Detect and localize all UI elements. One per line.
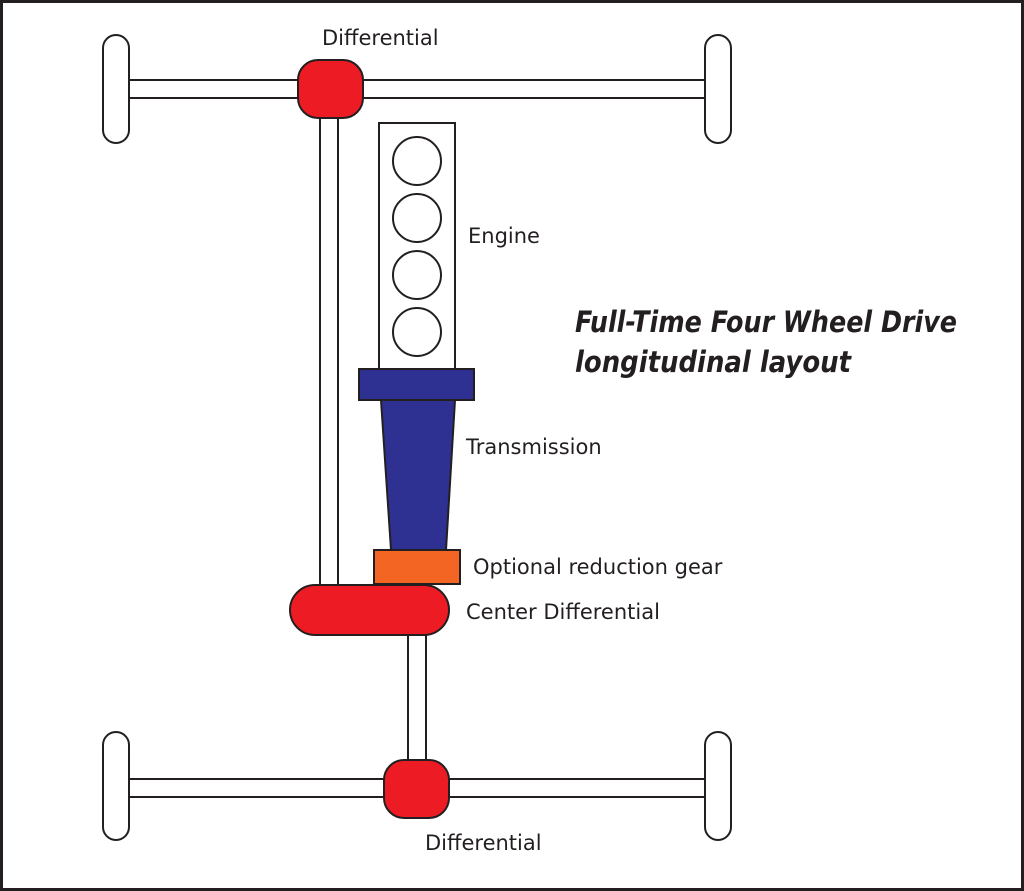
engine-cylinder-2: [392, 193, 442, 243]
transmission-label: Transmission: [465, 435, 602, 459]
rear-driveshaft: [407, 633, 427, 763]
center-differential: [289, 584, 450, 636]
front-differential: [297, 59, 364, 119]
rear-right-wheel: [704, 731, 732, 841]
front-left-wheel: [102, 34, 130, 144]
front-right-wheel: [704, 34, 732, 144]
front-left-half-shaft: [128, 79, 302, 99]
engine: [378, 122, 456, 371]
engine-cylinders: [392, 136, 442, 357]
reduction-gear: [373, 549, 461, 585]
transmission-case: [379, 399, 457, 551]
engine-cylinder-3: [392, 250, 442, 300]
engine-label: Engine: [468, 224, 540, 248]
diagram-title-line-1: Full-Time Four Wheel Drive: [575, 305, 957, 339]
front-driveshaft: [319, 115, 339, 589]
rear-left-wheel: [102, 731, 130, 841]
diagram-title-line-2: longitudinal layout: [575, 345, 852, 379]
engine-cylinder-1: [392, 136, 442, 186]
center-differential-label: Center Differential: [466, 600, 660, 624]
rear-differential-label: Differential: [425, 831, 542, 855]
front-differential-label: Differential: [322, 26, 439, 50]
reduction-gear-label: Optional reduction gear: [473, 555, 723, 579]
rear-differential: [383, 759, 450, 819]
front-right-half-shaft: [360, 79, 706, 99]
engine-cylinder-4: [392, 307, 442, 357]
rear-right-half-shaft: [445, 778, 706, 798]
transmission: [358, 368, 475, 551]
transmission-bell-housing: [358, 368, 475, 401]
rear-left-half-shaft: [128, 778, 388, 798]
